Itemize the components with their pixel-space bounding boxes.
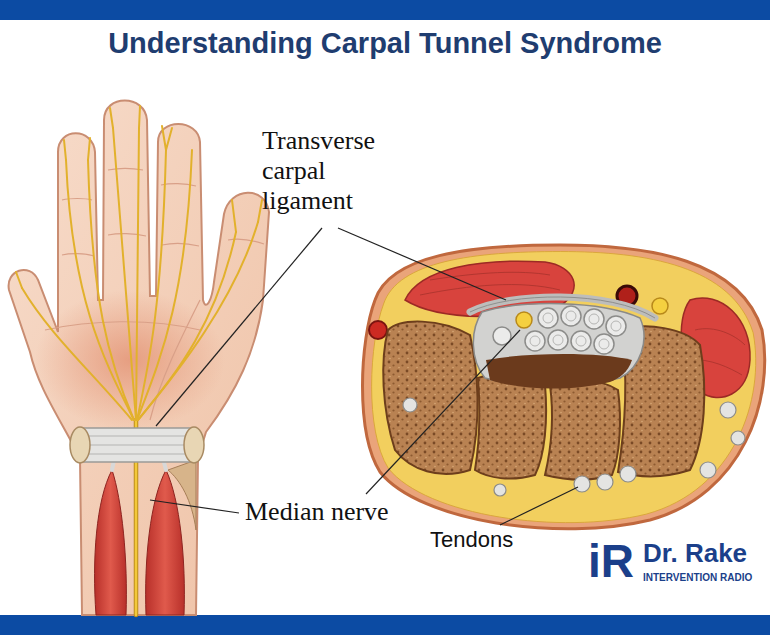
wrist-cross-section: [403, 398, 745, 496]
hand-illustration: [62, 199, 92, 201]
part-label: Transverse carpal ligament: [262, 126, 392, 216]
wrist-cross-section: [597, 474, 613, 490]
wrist-cross-section: [584, 309, 604, 329]
wrist-cross-section: [475, 373, 546, 478]
frame-bar: [0, 0, 770, 20]
wrist-cross-section: [530, 336, 540, 346]
hand-illustration: [162, 244, 199, 246]
wrist-cross-section: [545, 380, 620, 479]
wrist-cross-section: [494, 484, 506, 496]
wrist-cross-section: [594, 334, 614, 354]
hand-illustration: [45, 322, 200, 330]
part-label: Median nerve: [245, 497, 389, 527]
hand-illustration: [64, 138, 90, 160]
wrist-cross-section: [611, 321, 621, 331]
wrist-cross-section: [652, 298, 668, 314]
wrist-cross-section: [530, 311, 621, 349]
hand-illustration: [232, 200, 262, 232]
hand-illustration: [108, 234, 146, 236]
hand-illustration: [16, 272, 22, 288]
wrist-cross-section: [589, 314, 599, 324]
hand-illustration: [80, 428, 194, 462]
leader-line: [500, 487, 578, 525]
hand-illustration: [168, 460, 196, 530]
hand-illustration: [88, 160, 134, 420]
wrist-cross-section: [516, 312, 532, 328]
wrist-cross-section: [543, 313, 553, 323]
hand-illustration: [137, 150, 192, 420]
wrist-cross-section: [576, 336, 586, 346]
wrist-cross-section: [548, 330, 568, 350]
wrist-cross-section: [553, 335, 563, 345]
leader-line: [366, 330, 520, 494]
wrist-cross-section: [561, 306, 581, 326]
hand-illustration: [70, 427, 90, 463]
wrist-cross-section: [599, 339, 609, 349]
wrist-cross-section: [493, 306, 626, 354]
hand-illustration: [83, 445, 191, 446]
frame-bar: [0, 615, 770, 635]
wrist-cross-section: [700, 462, 716, 478]
hand-illustration: [138, 232, 236, 420]
wrist-cross-section: [369, 321, 387, 339]
wrist-cross-section: [695, 329, 745, 345]
wrist-cross-section: [606, 316, 626, 336]
leader-line: [150, 500, 239, 513]
hand-illustration: [22, 288, 132, 420]
hand-illustration: [95, 470, 127, 615]
logo-text: INTERVENTION RADIO: [643, 572, 752, 584]
logo-text: Dr. Rake: [643, 540, 747, 566]
hand-illustration: [146, 470, 185, 615]
hand-illustration: [62, 254, 94, 256]
wrist-cross-section: [620, 466, 636, 482]
hand-illustration: [136, 128, 139, 420]
leader-line: [156, 228, 322, 426]
leader-line: [338, 228, 506, 300]
wrist-cross-section: [566, 311, 576, 321]
hand-illustration: [184, 427, 204, 463]
wrist-cross-section: [363, 245, 765, 529]
wrist-cross-section: [538, 308, 558, 328]
wrist-cross-section: [430, 272, 550, 280]
hand-illustration: [82, 454, 192, 455]
hand-illustration: [82, 436, 192, 454]
hand-illustration: [66, 160, 134, 420]
wrist-cross-section: [486, 354, 632, 389]
wrist-cross-section: [571, 331, 591, 351]
wrist-cross-section: [420, 272, 560, 295]
wrist-cross-section: [525, 331, 545, 351]
wrist-cross-section: [731, 431, 745, 445]
wrist-cross-section: [574, 476, 590, 492]
title: Understanding Carpal Tunnel Syndrome: [0, 27, 770, 60]
hand-illustration: [84, 436, 190, 437]
wrist-cross-section: [403, 398, 417, 412]
hand-illustration: [45, 169, 264, 421]
wrist-cross-section: [363, 245, 765, 529]
hand-illustration: [150, 300, 200, 420]
hand-illustration: [9, 101, 269, 616]
wrist-cross-section: [720, 402, 736, 418]
hand-illustration: [9, 101, 269, 616]
wrist-cross-section: [383, 322, 477, 474]
hand-illustration: [16, 106, 262, 420]
hand-illustration: [138, 222, 258, 420]
hand-illustration: [162, 126, 172, 150]
part-label: Tendons: [430, 527, 513, 552]
logo-mark: iR: [588, 538, 634, 584]
hand-illustration: [110, 106, 140, 128]
leader-line: [150, 228, 578, 525]
wrist-cross-section: [372, 252, 756, 523]
